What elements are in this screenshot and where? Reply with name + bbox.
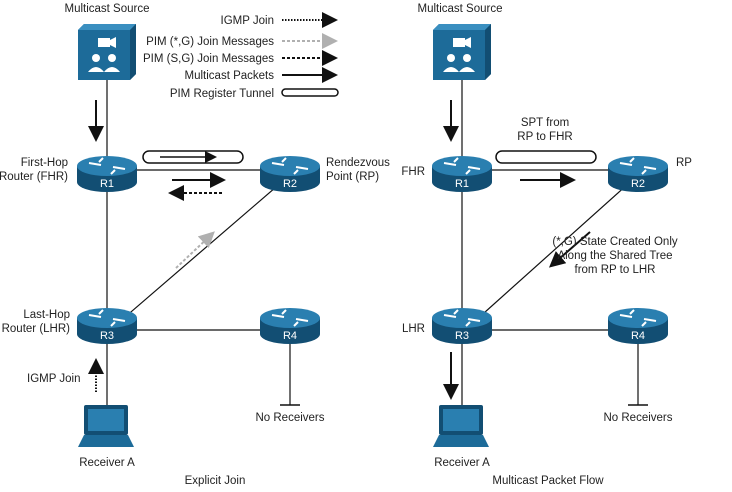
- receiver-label: Receiver A: [434, 457, 490, 469]
- svg-text:from RP to LHR: from RP to LHR: [575, 264, 656, 276]
- svg-text:RP to FHR: RP to FHR: [517, 131, 572, 143]
- legend-pim-star-g: PIM (*,G) Join Messages: [146, 36, 274, 48]
- legend-multicast-packets: Multicast Packets: [185, 70, 275, 82]
- receiver-label: Receiver A: [79, 457, 135, 469]
- left-panel: Multicast Source R1 R2 R3 R4 First-Hop R…: [0, 3, 390, 487]
- rp-label: Rendezvous: [326, 157, 390, 169]
- legend-pim-s-g: PIM (S,G) Join Messages: [143, 53, 274, 65]
- right-source-label: Multicast Source: [417, 3, 502, 15]
- fhr-label: First-Hop: [21, 157, 68, 169]
- svg-text:Router (LHR): Router (LHR): [2, 323, 71, 335]
- right-panel: Multicast Source R1 R2 R3 R4 SPT from RP…: [401, 3, 692, 487]
- svg-text:R4: R4: [631, 330, 645, 342]
- legend-register-tunnel: PIM Register Tunnel: [170, 88, 274, 100]
- fhr-label: FHR: [401, 166, 425, 178]
- state-note: (*,G) State Created Only: [552, 236, 678, 248]
- svg-text:Point (RP): Point (RP): [326, 171, 379, 183]
- no-receivers-label: No Receivers: [603, 412, 672, 424]
- svg-text:R3: R3: [455, 330, 469, 342]
- svg-text:R1: R1: [455, 178, 469, 190]
- svg-text:R1: R1: [100, 178, 114, 190]
- legend: IGMP Join PIM (*,G) Join Messages PIM (S…: [143, 12, 339, 100]
- svg-text:R2: R2: [631, 178, 645, 190]
- svg-text:Along the Shared Tree: Along the Shared Tree: [557, 250, 672, 262]
- multicast-source-icon: [433, 24, 491, 80]
- right-caption: Multicast Packet Flow: [492, 475, 604, 487]
- svg-text:R4: R4: [283, 330, 297, 342]
- left-source-label: Multicast Source: [64, 3, 149, 15]
- lhr-label: LHR: [402, 323, 425, 335]
- no-receivers-label: No Receivers: [255, 412, 324, 424]
- laptop-icon: [433, 405, 489, 447]
- lhr-label: Last-Hop: [23, 309, 70, 321]
- svg-text:Router (FHR): Router (FHR): [0, 171, 68, 183]
- igmp-join-label: IGMP Join: [27, 373, 80, 385]
- rp-label: RP: [676, 157, 692, 169]
- multicast-source-icon: [78, 24, 136, 80]
- svg-text:R3: R3: [100, 330, 114, 342]
- tunnel-icon: [281, 88, 339, 97]
- spt-label: SPT from: [521, 117, 569, 129]
- legend-igmp-join: IGMP Join: [221, 15, 274, 27]
- svg-text:R2: R2: [283, 178, 297, 190]
- left-caption: Explicit Join: [185, 475, 246, 487]
- laptop-icon: [78, 405, 134, 447]
